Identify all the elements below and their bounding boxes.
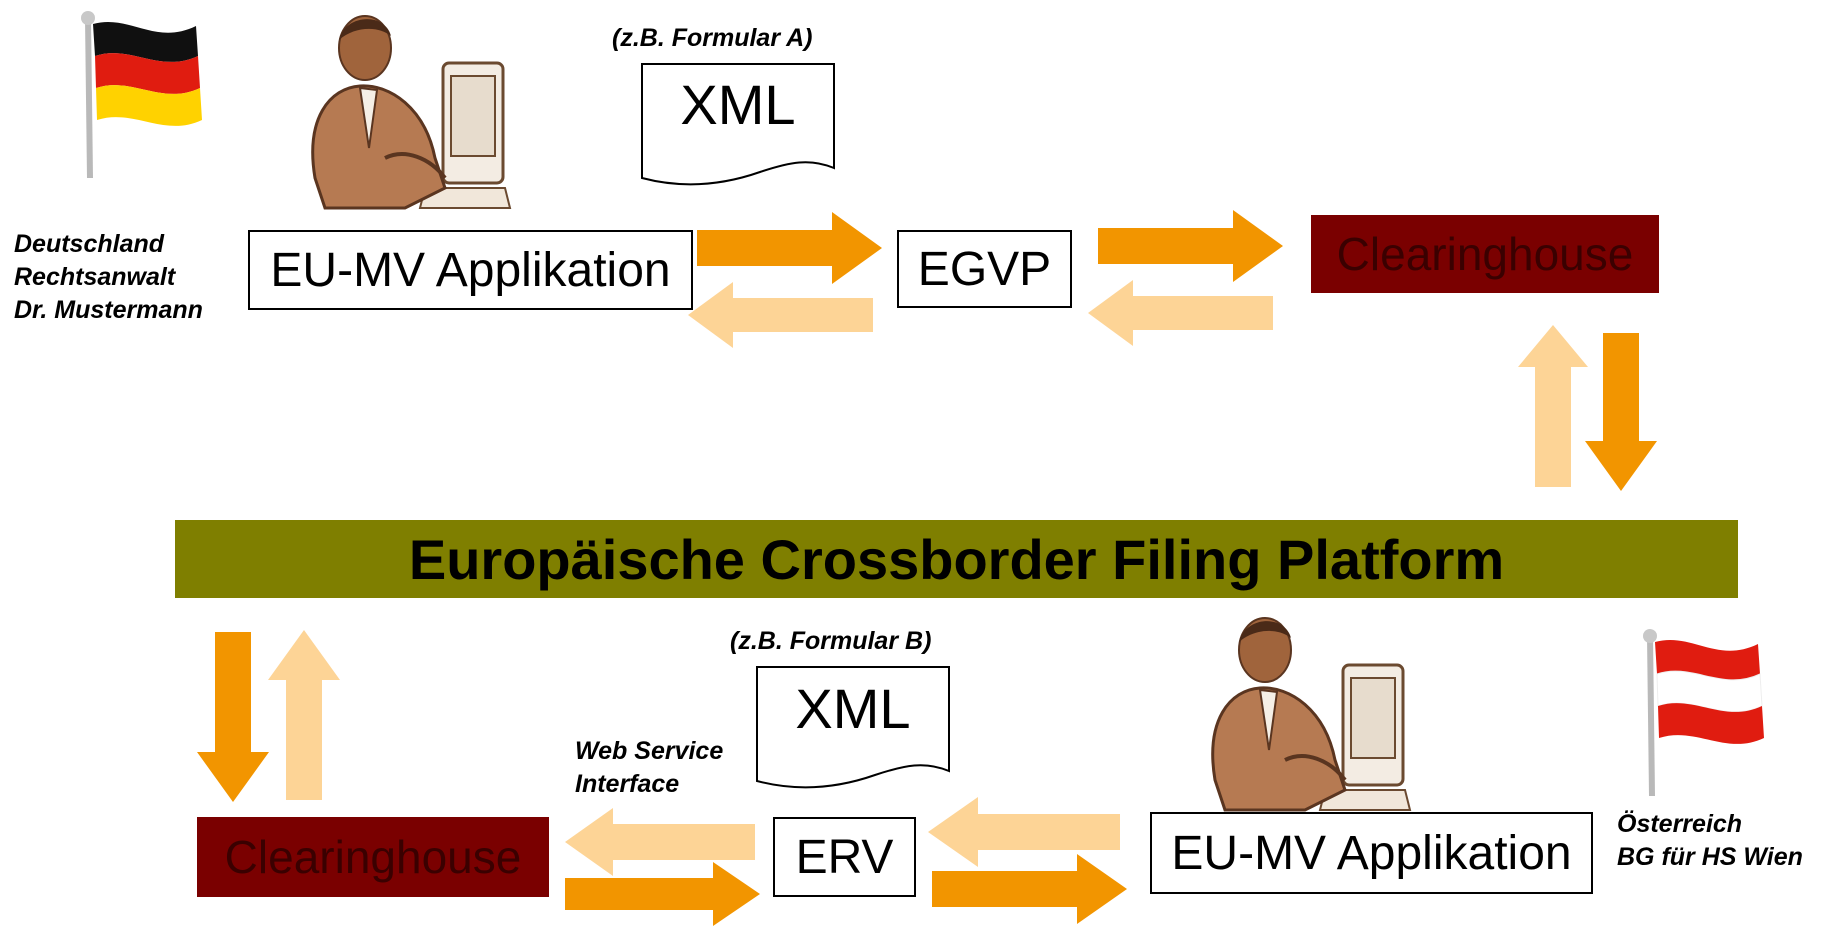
eu-mv-applikation-bottom: EU-MV Applikation <box>1150 812 1593 894</box>
arrow-down-icon <box>1585 333 1657 491</box>
arrow-left-icon <box>688 282 873 348</box>
clearinghouse-top: Clearinghouse <box>1311 215 1659 293</box>
arrow-right-icon <box>932 854 1127 924</box>
computer-user-icon <box>311 15 512 210</box>
clearinghouse-bottom: Clearinghouse <box>197 817 549 897</box>
location-germany: Deutschland Rechtsanwalt Dr. Mustermann <box>14 228 203 327</box>
arrow-up-icon <box>1518 325 1588 487</box>
location-austria: Österreich BG für HS Wien <box>1617 808 1803 874</box>
location-line: BG für HS Wien <box>1617 843 1803 871</box>
xml-document-label: XML <box>795 677 911 740</box>
location-line: Rechtsanwalt <box>14 263 176 291</box>
eu-mv-applikation-top: EU-MV Applikation <box>248 230 693 310</box>
xml-document-icon <box>641 63 835 186</box>
web-service-interface-note: Web Service Interface <box>575 735 723 801</box>
xml-document-label: XML <box>680 73 796 136</box>
arrow-left-icon <box>1088 280 1273 346</box>
ws-line: Interface <box>575 770 680 798</box>
location-line: Dr. Mustermann <box>14 296 203 324</box>
ws-line: Web Service <box>575 737 724 765</box>
location-line: Deutschland <box>14 230 165 258</box>
location-line: Österreich <box>1617 810 1743 838</box>
germany-flag-icon <box>81 11 202 179</box>
austria-flag-icon <box>1643 629 1764 797</box>
arrow-right-icon <box>697 212 882 284</box>
platform-band: Europäische Crossborder Filing Platform <box>175 520 1738 598</box>
arrow-up-icon <box>268 630 340 800</box>
arrow-left-icon <box>928 797 1120 867</box>
computer-user-icon <box>1211 617 1412 812</box>
formular-a-note: (z.B. Formular A) <box>612 24 813 52</box>
arrow-down-icon <box>197 632 269 802</box>
arrow-right-icon <box>1098 210 1283 282</box>
formular-b-note: (z.B. Formular B) <box>730 627 932 655</box>
arrow-left-icon <box>565 808 755 876</box>
arrow-right-icon <box>565 862 760 926</box>
xml-document-icon <box>756 666 950 789</box>
egvp-box: EGVP <box>897 230 1072 308</box>
erv-box: ERV <box>773 817 916 897</box>
